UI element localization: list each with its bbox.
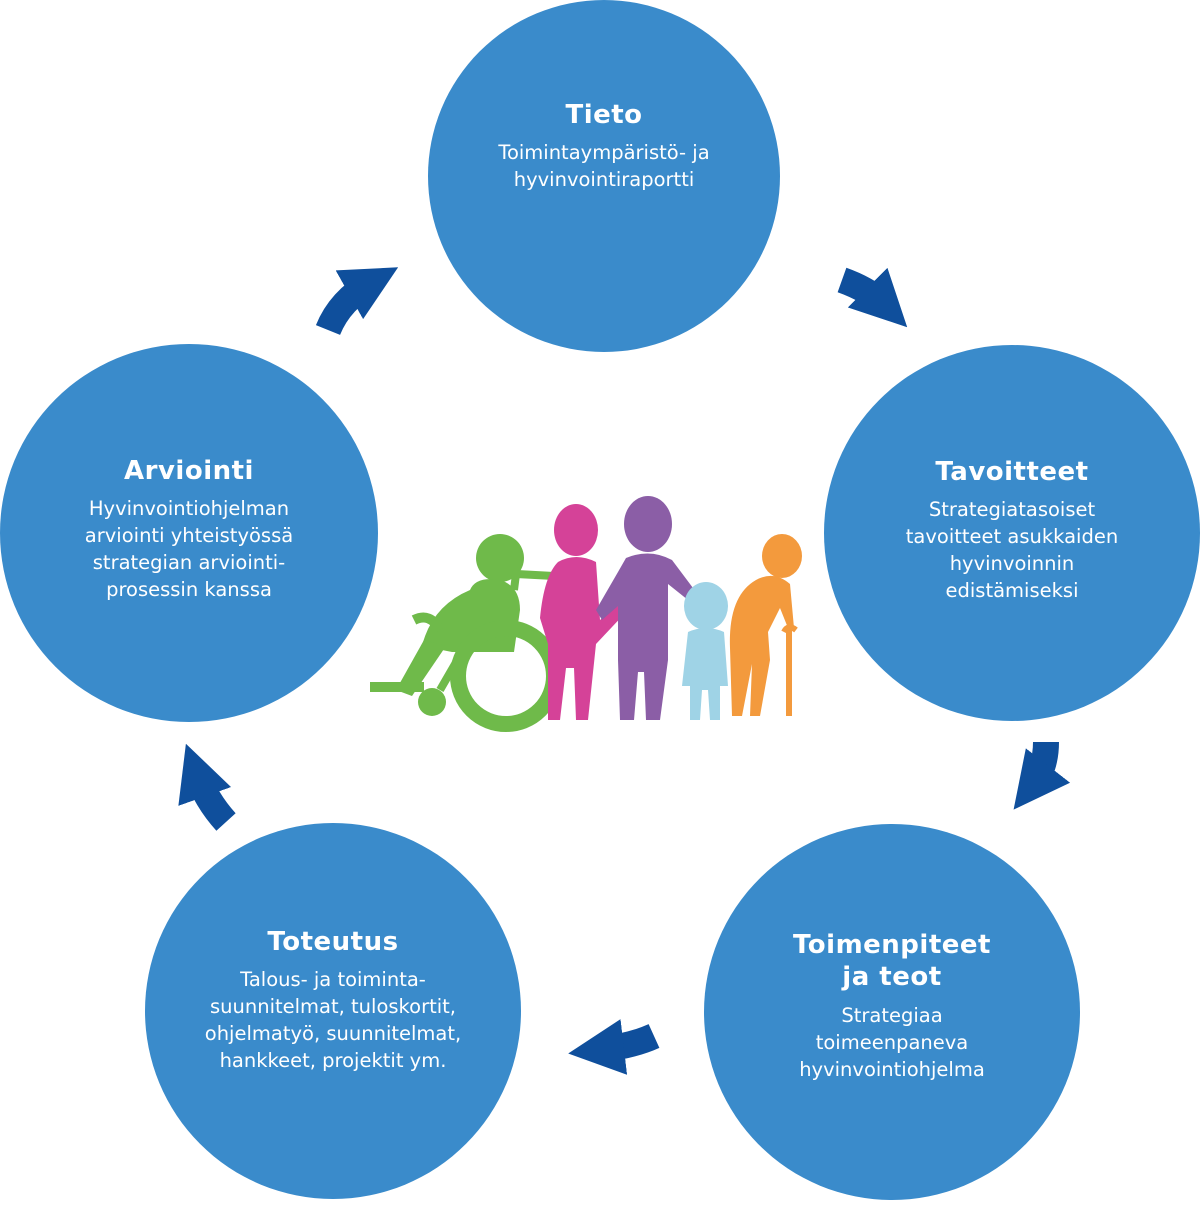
stage-tieto: Tieto Toimintaympäristö- ja hyvinvointir… — [428, 0, 780, 352]
stage-description: Hyvinvointiohjelman arviointi yhteistyös… — [84, 497, 294, 601]
stage-toteutus: Toteutus Talous- ja toiminta- suunnitelm… — [145, 823, 521, 1199]
stage-description: Strategiaa toimeenpaneva hyvinvointiohje… — [799, 1004, 985, 1082]
person-purple-icon — [596, 496, 696, 720]
person-elderly-icon — [729, 534, 802, 716]
stage-tavoitteet: Tavoitteet Strategiatasoiset tavoitteet … — [824, 345, 1200, 721]
stage-description: Strategiatasoiset tavoitteet asukkaiden … — [905, 498, 1119, 602]
stage-toimenpiteet: Toimenpiteet ja teot Strategiaa toimeenp… — [704, 824, 1080, 1200]
stage-title: Arviointi — [124, 456, 254, 487]
stage-title: Tavoitteet — [935, 457, 1089, 488]
stage-description: Talous- ja toiminta- suunnitelmat, tulos… — [204, 968, 462, 1072]
stage-title: Tieto — [565, 100, 643, 131]
stage-title: Toimenpiteet ja teot — [793, 929, 991, 992]
stage-arviointi: Arviointi Hyvinvointiohjelman arviointi … — [0, 344, 378, 722]
stage-title: Toteutus — [267, 927, 399, 958]
stage-description: Toimintaympäristö- ja hyvinvointiraportt… — [498, 140, 710, 191]
person-child-icon — [682, 582, 728, 720]
wheelchair-user-icon — [370, 534, 562, 732]
person-magenta-icon — [540, 504, 628, 720]
